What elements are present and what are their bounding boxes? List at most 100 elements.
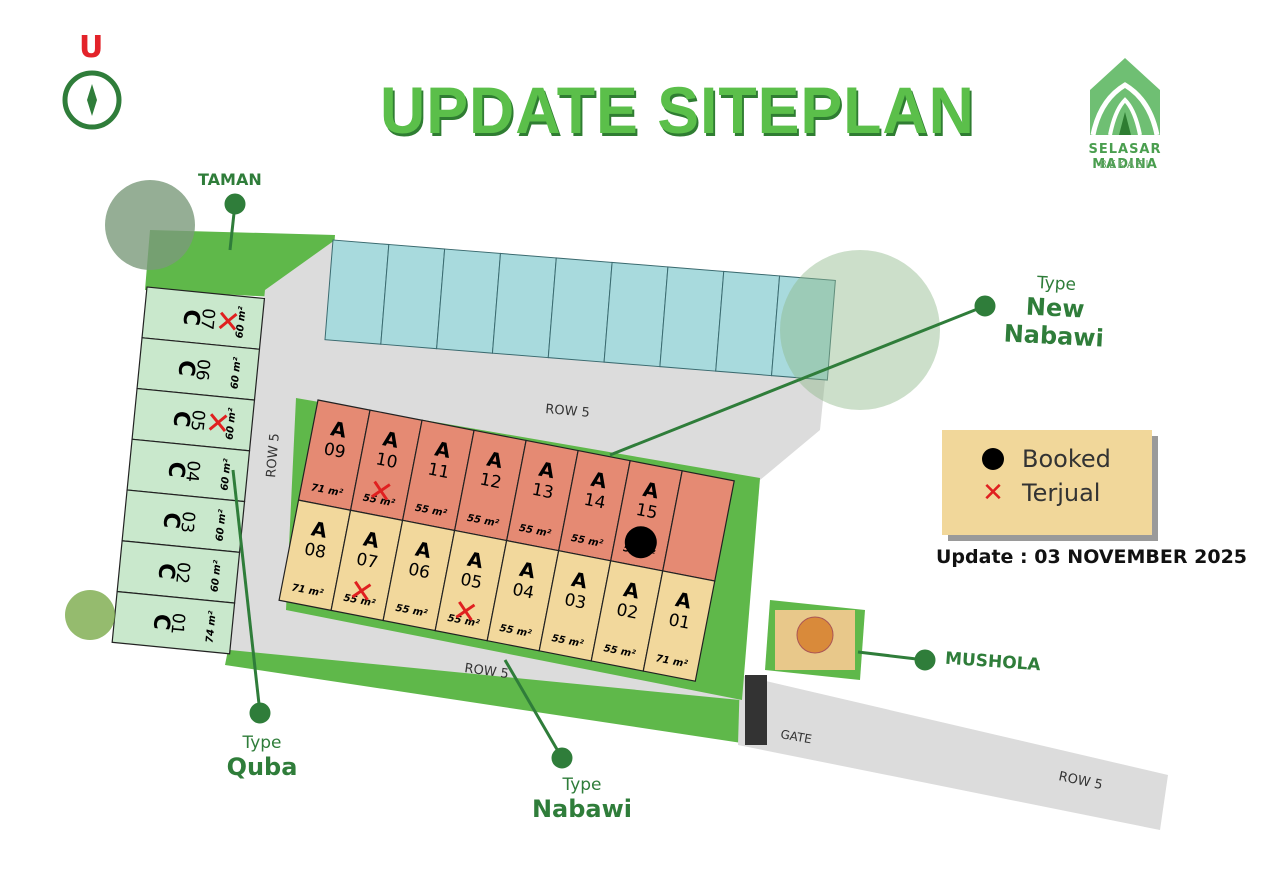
label-quba: Type Quba <box>222 733 302 781</box>
lot-block: C <box>173 359 199 378</box>
booked-dot-icon <box>982 448 1004 470</box>
label-new-nabawi: Type New Nabawi <box>998 271 1112 353</box>
lot-number: 15 <box>634 500 659 524</box>
grass-strip <box>225 640 760 745</box>
lot-block: C <box>168 410 194 429</box>
lot-block: A <box>361 526 381 553</box>
lot-area: 60 m² <box>210 559 224 593</box>
sold-x-icon: ✕ <box>982 478 1004 508</box>
legend-sold: ✕Terjual <box>982 476 1152 510</box>
parking-slot <box>436 248 501 354</box>
logo-subtitle: BEKASI <box>1099 158 1151 171</box>
lot-c01[interactable]: C01 74 m² <box>111 590 236 655</box>
lot-block: A <box>641 477 661 504</box>
road-label-left: ROW 5 <box>264 433 283 479</box>
lot-area: 60 m² <box>224 407 238 441</box>
lot-area: 60 m² <box>229 356 243 390</box>
lot-number: 03 <box>563 590 588 614</box>
booked-dot-icon <box>624 526 657 559</box>
label-nabawi-type: Type <box>562 775 602 795</box>
parking-slot <box>380 243 446 350</box>
lot-number: 02 <box>615 600 640 624</box>
label-taman: TAMAN <box>198 170 262 189</box>
lot-number: 13 <box>530 480 555 504</box>
label-new-nabawi-name: New Nabawi <box>1003 292 1105 353</box>
lot-block: A <box>485 447 505 474</box>
parking-slot <box>603 261 669 368</box>
lot-number: 03 <box>176 510 198 533</box>
update-date: Update : 03 NOVEMBER 2025 <box>936 546 1248 568</box>
lot-c03[interactable]: C03 60 m² <box>121 489 246 553</box>
lot-block: A <box>309 516 329 543</box>
label-nabawi: Type Nabawi <box>522 775 642 823</box>
road-label-bottom: ROW 5 <box>463 661 509 682</box>
label-quba-name: Quba <box>226 753 298 781</box>
gate-post <box>745 675 767 745</box>
lot-block: A <box>413 537 433 564</box>
lot-block: C <box>163 460 189 479</box>
lot-number: 07 <box>355 549 380 573</box>
palm-tree-icon <box>65 590 115 640</box>
lot-block: A <box>518 557 538 584</box>
lot-block: A <box>570 567 590 594</box>
lot-block: A <box>674 587 694 614</box>
lot-c06[interactable]: C06 60 m² <box>136 337 261 401</box>
label-nabawi-name: Nabawi <box>531 795 633 823</box>
lot-number: 05 <box>459 570 484 594</box>
lot-block: A <box>622 577 642 604</box>
road-label-top: ROW 5 <box>545 402 591 421</box>
lot-number: 12 <box>478 470 503 494</box>
legend-booked-label: Booked <box>1022 445 1111 473</box>
lot-block: C <box>158 511 184 530</box>
lot-number: 08 <box>303 539 328 563</box>
lot-number: 06 <box>191 358 213 381</box>
lot-c05[interactable]: C05 60 m²✕ <box>131 387 256 452</box>
lot-block: A <box>433 436 453 463</box>
lot-number: 01 <box>166 612 188 635</box>
label-quba-type: Type <box>242 733 282 753</box>
lot-number: 06 <box>407 560 432 584</box>
sold-x-icon: ✕ <box>204 405 232 442</box>
lot-block: C <box>148 613 174 632</box>
lot-number: 09 <box>322 439 347 463</box>
legend-booked: Booked <box>982 442 1152 476</box>
lot-a15[interactable]: A1555 m² <box>609 459 683 572</box>
lot-block: A <box>465 547 485 574</box>
compass-needle-icon <box>87 84 97 116</box>
road-gate <box>738 675 1168 830</box>
lot-number: 10 <box>374 449 399 473</box>
lot-number: 01 <box>667 610 692 634</box>
tree-icon <box>105 180 195 270</box>
compass-icon <box>62 70 122 130</box>
parking-slot <box>659 266 725 372</box>
lot-shape <box>642 570 716 682</box>
logo-name: SELASAR MADINA <box>1088 142 1162 172</box>
lot-area: 74 m² <box>205 610 219 644</box>
parking-slot <box>324 239 390 345</box>
page-title: UPDATE SITEPLAN <box>380 73 975 147</box>
lot-block: C <box>153 562 179 581</box>
parking-area <box>324 239 836 381</box>
lot-number: 04 <box>511 580 536 604</box>
lot-block: A <box>329 416 349 443</box>
lot-area: 60 m² <box>215 508 229 542</box>
parking-slot <box>547 257 613 363</box>
lot-number: 05 <box>186 409 208 432</box>
